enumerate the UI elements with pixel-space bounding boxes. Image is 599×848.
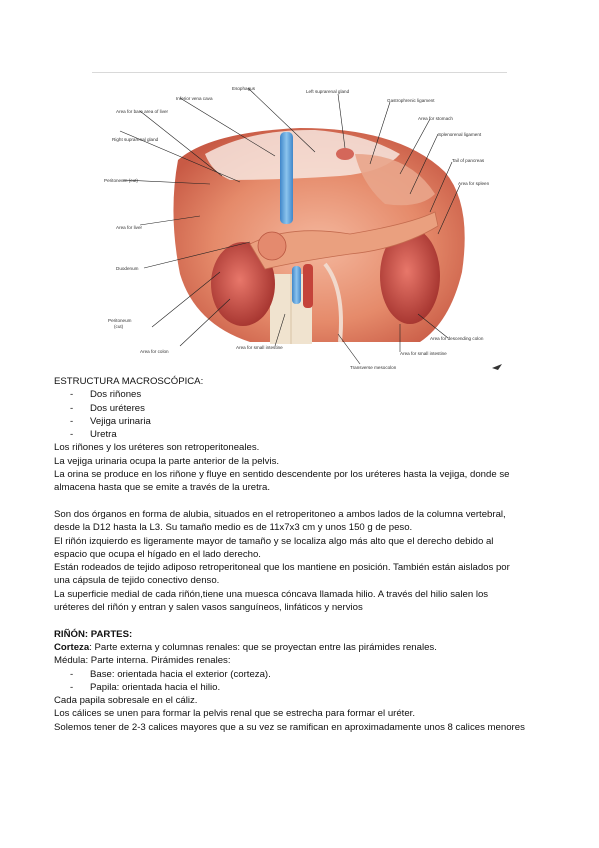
label-area-for-liver: Area for liver (116, 225, 143, 230)
paragraph: La vejiga urinaria ocupa la parte anteri… (54, 455, 280, 467)
label-area-for-spleen: Area for spleen (458, 181, 490, 186)
spacer (54, 614, 554, 627)
label-inferior-vena-cava: Inferior vena cava (176, 96, 213, 101)
label-gastrophrenic-ligament: Gastrophrenic ligament (387, 98, 435, 103)
orientation-arrow (492, 364, 502, 370)
paragraph-corteza: Corteza: Parte externa y columnas renale… (54, 641, 437, 653)
spacer (54, 495, 554, 508)
list-item: -Vejiga urinaria (70, 415, 151, 427)
label-area-for-small-intestine-right: Area for small intestine (400, 351, 447, 356)
anatomy-figure: Esophagus Left suprarenal gland Inferior… (100, 84, 510, 376)
list-item: -Base: orientada hacia el exterior (cort… (70, 668, 271, 680)
label-area-for-small-intestine-left: Area for small intestine (236, 345, 283, 350)
label-transverse-mesocolon: Transverse mesocolon (350, 365, 397, 370)
paragraph: almacena hasta que se emite a través de … (54, 482, 270, 494)
diaphragm-area (205, 129, 400, 180)
right-kidney (211, 242, 275, 326)
list-item: -Uretra (70, 429, 117, 441)
label-area-for-descending-colon: Area for descending colon (430, 336, 484, 341)
paragraph: espacio que ocupa el hígado en el lado d… (54, 548, 261, 560)
label-right-suprarenal-gland: Right suprarenal gland (112, 137, 159, 142)
label-peritoneum-cut-lower: Peritoneum (108, 318, 132, 323)
list-item: -Papila: orientada hacia el hilio. (70, 681, 221, 693)
document-body: ESTRUCTURA MACROSCÓPICA: -Dos riñones -D… (54, 375, 554, 734)
paragraph: Solemos tener de 2-3 calices mayores que… (54, 721, 525, 733)
paragraph: La superficie medial de cada riñón,tiene… (54, 588, 489, 600)
paragraph: una cápsula de tejido conectivo denso. (54, 575, 220, 587)
posterior-abdominal-wall-illustration: Esophagus Left suprarenal gland Inferior… (104, 86, 502, 370)
label-area-for-stomach: Area for stomach (418, 116, 453, 121)
inferior-vena-cava-lower (292, 266, 301, 304)
paragraph: Médula: Parte interna. Pirámides renales… (54, 655, 231, 667)
paragraph: desde la D12 hasta la L3. Su tamaño medi… (54, 522, 413, 534)
label-tail-of-pancreas: Tail of pancreas (452, 158, 485, 163)
left-kidney (380, 228, 440, 324)
label-bare-area-of-liver: Area for bare area of liver (116, 109, 169, 114)
paragraph: Están rodeados de tejido adiposo retrope… (54, 562, 510, 574)
label-area-for-colon: Area for colon (140, 349, 169, 354)
esophagus (336, 148, 354, 160)
aorta (303, 264, 313, 308)
paragraph: Los cálices se unen para formar la pelvi… (54, 708, 416, 720)
paragraph: La orina se produce en los riñone y fluy… (54, 469, 510, 481)
paragraph: Cada papila sobresale en el cáliz. (54, 695, 198, 707)
inferior-vena-cava (280, 132, 293, 224)
heading-kidney-parts: RIÑÓN: PARTES: (54, 628, 133, 640)
transverse-mesocolon (323, 262, 343, 343)
paragraph: uréteres del riñón y entran y salen vaso… (54, 602, 363, 614)
paragraph: Son dos órganos en forma de alubia, situ… (54, 508, 506, 520)
label-left-suprarenal-gland: Left suprarenal gland (306, 89, 350, 94)
label-esophagus: Esophagus (232, 86, 256, 91)
header-rule (92, 72, 507, 73)
pancreas-duodenum (249, 211, 439, 270)
paragraph: El riñón izquierdo es ligeramente mayor … (54, 535, 494, 547)
duodenum-loop (257, 231, 287, 261)
label-peritoneum-cut-upper: Peritoneum (cut) (104, 178, 138, 183)
list-item: -Dos uréteres (70, 402, 145, 414)
paragraph: Los riñones y los uréteres son retroperi… (54, 442, 260, 454)
list-item: -Dos riñones (70, 389, 142, 401)
heading-macroscopic-structure: ESTRUCTURA MACROSCÓPICA: (54, 376, 204, 387)
label-duodenum: Duodenum (116, 266, 139, 271)
stomach-area (355, 154, 435, 206)
label-peritoneum-cut-lower-2: (cut) (114, 324, 124, 329)
label-splenorenal-ligament: Splenorenal ligament (438, 132, 482, 137)
